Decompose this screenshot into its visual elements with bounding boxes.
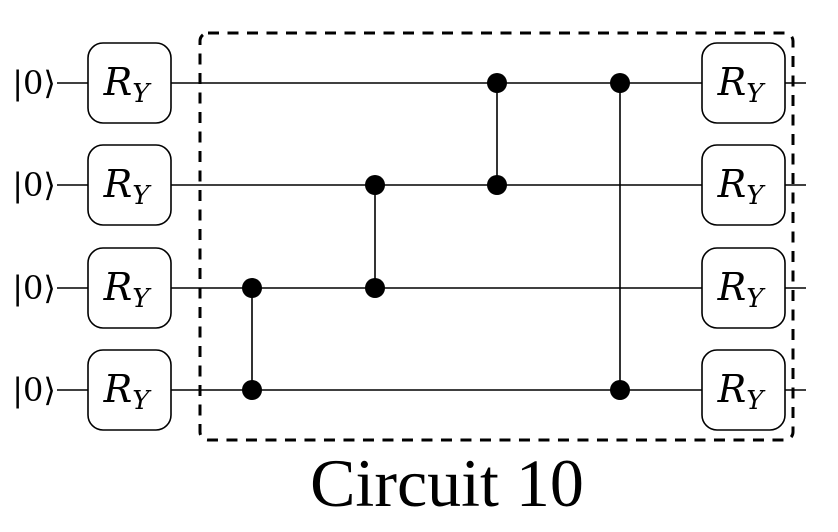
ry-gate-box bbox=[87, 144, 172, 226]
ry-gate-box bbox=[701, 42, 786, 124]
ry-gate-box bbox=[87, 247, 172, 329]
cz-control-dot bbox=[242, 380, 262, 400]
ry-gate-label-main: R bbox=[103, 60, 133, 104]
ry-gate-box bbox=[701, 144, 786, 226]
ry-gate-label-main: R bbox=[717, 367, 747, 411]
cz-control-dot bbox=[365, 175, 385, 195]
ry-gate-label: RY bbox=[717, 60, 767, 109]
cz-control-dot bbox=[365, 278, 385, 298]
ry-gate-label-subscript: Y bbox=[746, 284, 766, 314]
ry-gate-label: RY bbox=[717, 265, 767, 314]
ry-gate-label-subscript: Y bbox=[746, 79, 766, 109]
entangling-block-dashed-border bbox=[198, 31, 795, 442]
ry-gate-label: RY bbox=[103, 60, 153, 109]
cz-control-dot bbox=[242, 278, 262, 298]
ket-zero-label: |0⟩ bbox=[12, 269, 56, 307]
ry-gate-label-main: R bbox=[103, 367, 133, 411]
ry-gate-box bbox=[701, 247, 786, 329]
ket-zero-label: |0⟩ bbox=[12, 166, 56, 204]
ry-gate-label-subscript: Y bbox=[746, 181, 766, 211]
ry-gate-label: RY bbox=[103, 162, 153, 211]
ry-gate-label-main: R bbox=[717, 265, 747, 309]
ry-gate-label-main: R bbox=[717, 162, 747, 206]
ry-gate-label-subscript: Y bbox=[132, 284, 152, 314]
cz-control-dot bbox=[487, 73, 507, 93]
ket-zero-label: |0⟩ bbox=[12, 371, 56, 409]
cz-control-dot bbox=[610, 380, 630, 400]
ry-gate-box bbox=[701, 349, 786, 431]
ry-gate-label: RY bbox=[717, 367, 767, 416]
ry-gate-label-subscript: Y bbox=[746, 386, 766, 416]
ry-gate-label: RY bbox=[717, 162, 767, 211]
ry-gate-label-main: R bbox=[103, 162, 133, 206]
ry-gate-label: RY bbox=[103, 265, 153, 314]
cz-control-dot bbox=[610, 73, 630, 93]
ry-gate-label: RY bbox=[103, 367, 153, 416]
ry-gate-label-subscript: Y bbox=[132, 181, 152, 211]
ket-zero-label: |0⟩ bbox=[12, 64, 56, 102]
ry-gate-box bbox=[87, 349, 172, 431]
circuit-title: Circuit 10 bbox=[310, 445, 584, 521]
ry-gate-label-main: R bbox=[103, 265, 133, 309]
ry-gate-label-main: R bbox=[717, 60, 747, 104]
ry-gate-box bbox=[87, 42, 172, 124]
ry-gate-label-subscript: Y bbox=[132, 79, 152, 109]
cz-control-dot bbox=[487, 175, 507, 195]
ry-gate-label-subscript: Y bbox=[132, 386, 152, 416]
